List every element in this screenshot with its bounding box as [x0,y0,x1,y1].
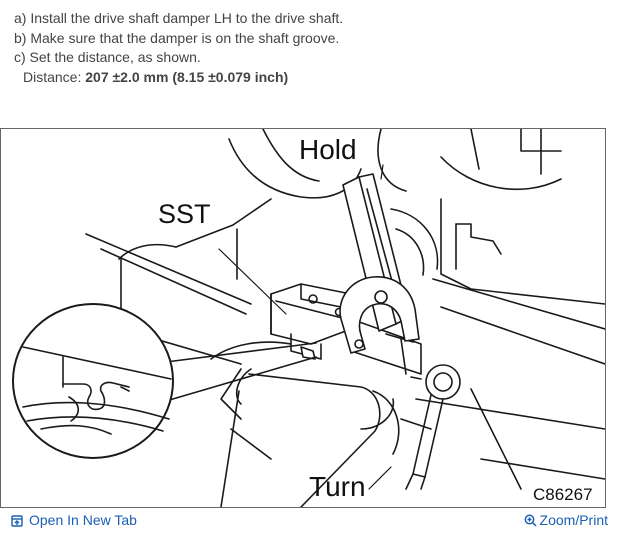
distance-spec: Distance: 207 ±2.0 mm (8.15 ±0.079 inch) [14,68,614,88]
drive-shaft [220,368,432,507]
technical-illustration: Hold SST Turn C86267 [0,128,606,508]
illustration-drawing [12,129,605,507]
zoom-print-label: Zoom/Print [539,512,608,528]
sst-tool [270,283,422,375]
distance-value: 207 ±2.0 mm (8.15 ±0.079 inch) [85,68,289,85]
label-sst: SST [158,199,211,229]
figure-footer: Open In New Tab Zoom/Print [0,507,610,533]
detail-magnifier [12,303,317,459]
step-a: a) Install the drive shaft damper LH to … [14,10,344,26]
step-b: b) Make sure that the damper is on the s… [14,29,340,46]
distance-label: Distance: [23,68,86,85]
zoom-print-link[interactable]: Zoom/Print [524,512,608,528]
turn-wrench [405,364,461,490]
instruction-list: a) Install the drive shaft damper LH to … [14,9,614,87]
label-hold: Hold [299,134,357,165]
label-turn: Turn [309,471,366,502]
housing-lines [85,129,605,490]
step-c: c) Set the distance, as shown. [14,49,201,65]
open-in-new-tab-link[interactable]: Open In New Tab [11,512,137,528]
open-in-new-tab-icon [11,514,23,527]
open-in-new-tab-label: Open In New Tab [29,512,137,528]
figure-code: C86267 [533,485,593,504]
zoom-magnifier-icon [524,514,537,527]
hold-wrench [339,173,420,354]
leader-lines [218,164,392,490]
